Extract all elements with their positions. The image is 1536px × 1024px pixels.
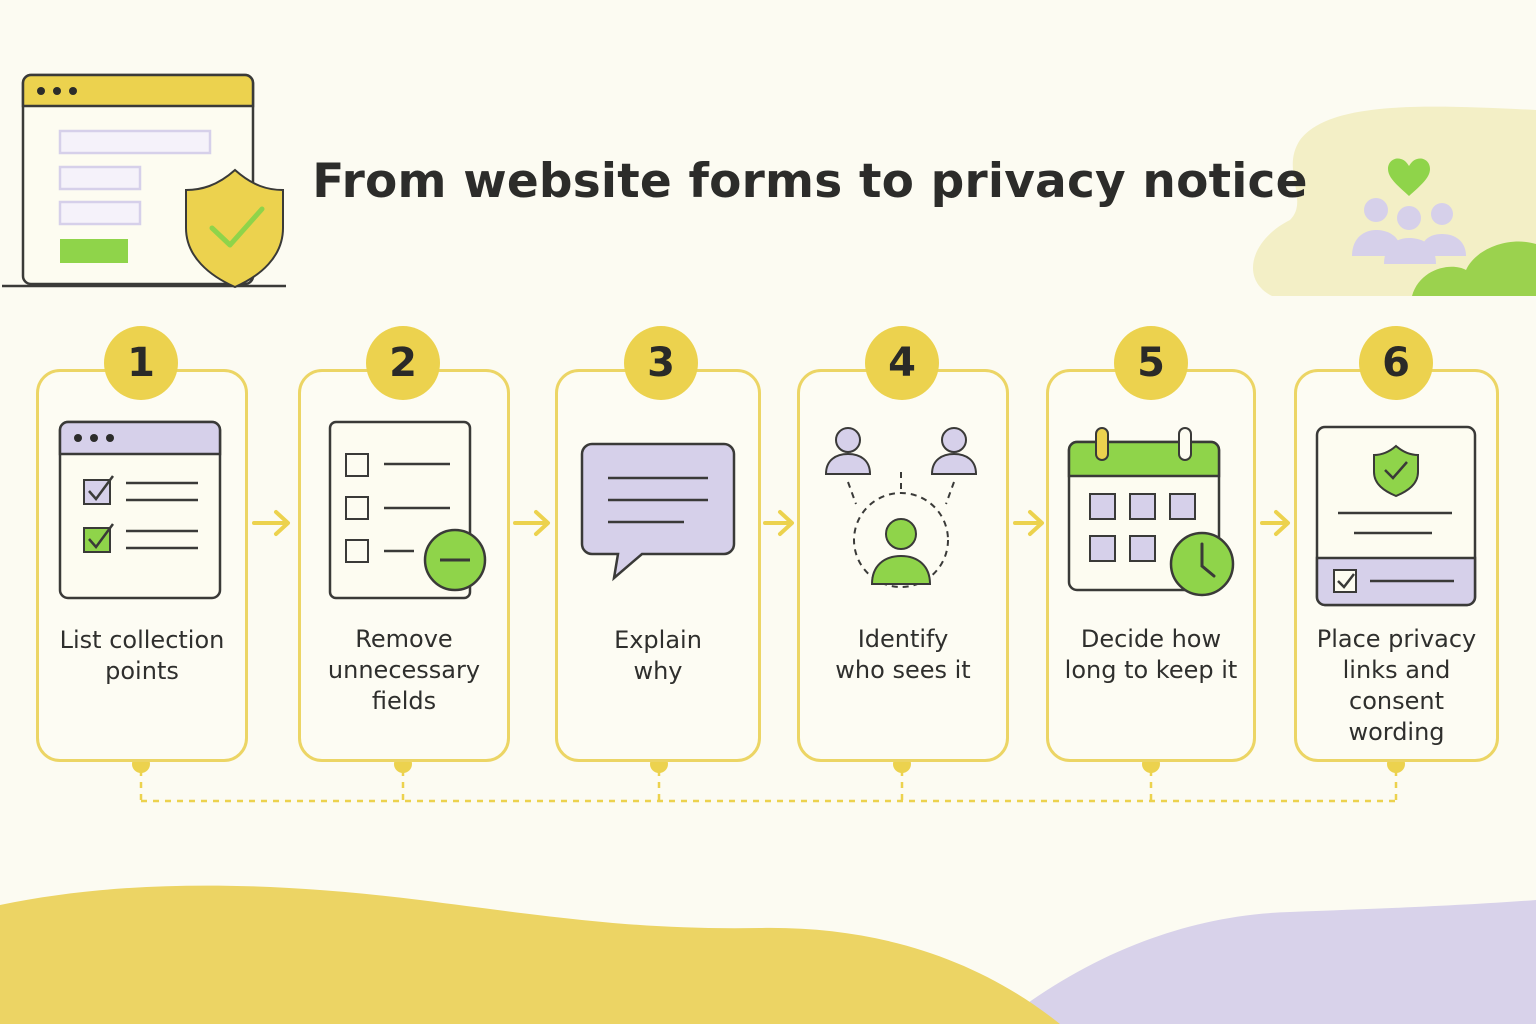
step-number-badge: 5 [1114, 326, 1188, 400]
people-network-icon [824, 427, 978, 588]
green-bush [1412, 241, 1536, 296]
form-checklist-icon [58, 420, 222, 600]
step-label-5: Decide how long to keep it [1064, 625, 1238, 684]
step-label-2: Remove unnecessary fields [327, 625, 481, 715]
step-label-6: Place privacy links and consent wording [1316, 625, 1477, 746]
calendar-clock-icon [1067, 427, 1235, 597]
browser-window-illustration [2, 73, 286, 289]
step-number-badge: 6 [1359, 326, 1433, 400]
step-number-badge: 2 [366, 326, 440, 400]
top-right-blob [1252, 106, 1536, 297]
step-number-badge: 4 [865, 326, 939, 400]
step-label-4: Identify who sees it [835, 625, 971, 684]
remove-field-icon [328, 420, 487, 600]
shield-check-icon [185, 168, 284, 289]
speech-bubble-icon [580, 442, 736, 582]
lavender-wave [1000, 900, 1536, 1024]
yellow-wave [0, 885, 1060, 1024]
people-group-icon [1352, 198, 1466, 264]
step-label-1: List collection points [59, 626, 225, 685]
page-title: From website forms to privacy notice [312, 154, 1308, 209]
shield-document-icon [1315, 425, 1477, 607]
step-number-badge: 3 [624, 326, 698, 400]
step-card-3 [555, 369, 761, 762]
step-number-badge: 1 [104, 326, 178, 400]
shield-check-icon [1373, 444, 1419, 498]
heart-icon [1388, 158, 1430, 196]
step-label-3: Explain why [614, 626, 702, 685]
